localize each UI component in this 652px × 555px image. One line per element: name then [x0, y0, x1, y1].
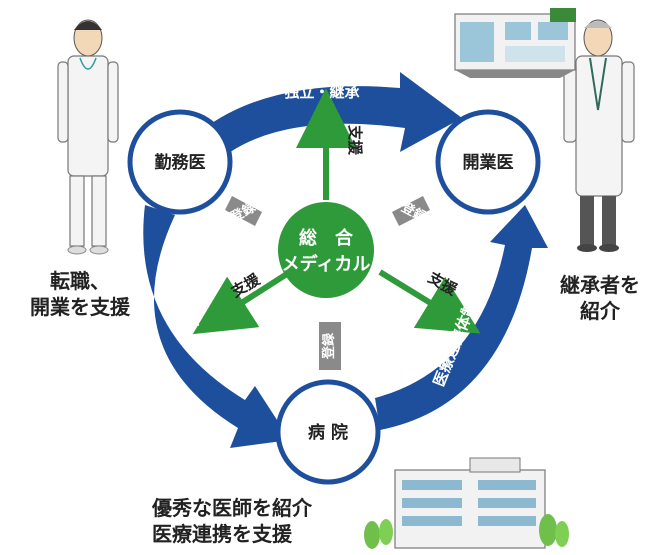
left-support-line2: 開業を支援	[30, 295, 130, 319]
registration-connectors	[225, 196, 430, 370]
support-spokes	[192, 88, 481, 335]
bottom-support-text: 優秀な医師を紹介 医療連携を支援	[152, 495, 392, 547]
node-byoin	[275, 379, 381, 485]
node-kaigyoui	[435, 109, 541, 215]
registration-label-bottom: 登録	[321, 332, 337, 360]
doctor-right-illustration	[563, 19, 635, 252]
bottom-support-line2: 医療連携を支援	[152, 522, 292, 546]
center-label-line1: 総 合	[299, 227, 354, 249]
center-label-line2: メディカル	[282, 253, 371, 275]
right-support-line2: 紹介	[580, 299, 620, 323]
hospital-building-illustration	[364, 457, 569, 549]
spoke-label-right: 支援	[424, 268, 461, 300]
node-label-kaigyoui: 開業医	[463, 152, 514, 173]
clinic-building-illustration	[454, 8, 576, 78]
arrow-label-top: 独立・継承	[284, 83, 359, 101]
right-support-line1: 継承者を	[560, 273, 640, 297]
spoke-label-up: 支援	[346, 124, 364, 156]
left-support-text: 転職、 開業を支援	[10, 268, 150, 320]
node-kinmui	[127, 109, 233, 215]
node-label-kinmui: 勤務医	[155, 152, 206, 173]
arrow-job-change	[143, 205, 290, 448]
right-support-text: 継承者を 紹介	[550, 272, 650, 324]
arrow-cooperation	[375, 205, 548, 430]
arrow-label-left: 転職・勤務	[159, 255, 202, 333]
left-support-line1: 転職、	[50, 269, 110, 293]
center-circle	[278, 202, 374, 298]
spoke-label-left: 支援	[227, 270, 264, 302]
node-label-byoin: 病 院	[308, 422, 348, 443]
doctor-left-illustration	[57, 19, 119, 255]
bottom-support-line1: 優秀な医師を紹介	[152, 496, 312, 520]
